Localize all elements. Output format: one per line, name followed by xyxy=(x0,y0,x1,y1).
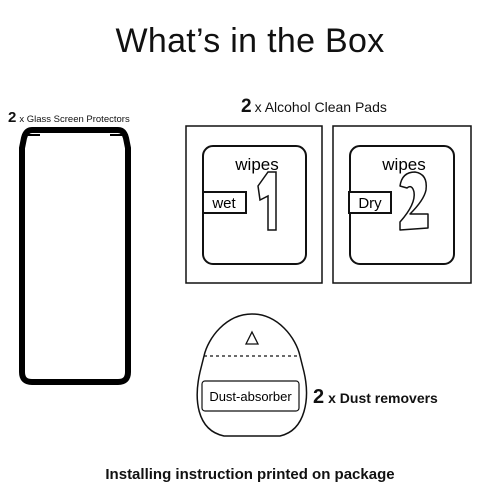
footer-note: Installing instruction printed on packag… xyxy=(105,466,395,483)
dust-text: x Dust removers xyxy=(328,390,438,406)
pads-text: x Alcohol Clean Pads xyxy=(254,99,387,115)
pad-dry-tag: Dry xyxy=(358,195,382,212)
screen-protector-illustration xyxy=(19,127,131,385)
page-title: What’s in the Box xyxy=(115,22,385,60)
dust-absorber-sticker: Dust-absorber xyxy=(196,313,308,437)
protector-text: x Glass Screen Protectors xyxy=(19,114,130,125)
protector-qty: 2 xyxy=(8,109,17,126)
dust-qty: 2 xyxy=(313,386,325,408)
dust-absorber-text: Dust-absorber xyxy=(209,389,292,404)
alcohol-pad-dry: wipes Dry xyxy=(332,125,472,284)
pad-dry-wipes-text: wipes xyxy=(381,155,425,174)
pad-wet-wipes-text: wipes xyxy=(234,155,278,174)
pads-qty: 2 xyxy=(241,96,252,117)
pad-wet-tag: wet xyxy=(211,195,236,212)
alcohol-pad-wet: wipes wet xyxy=(185,125,323,284)
